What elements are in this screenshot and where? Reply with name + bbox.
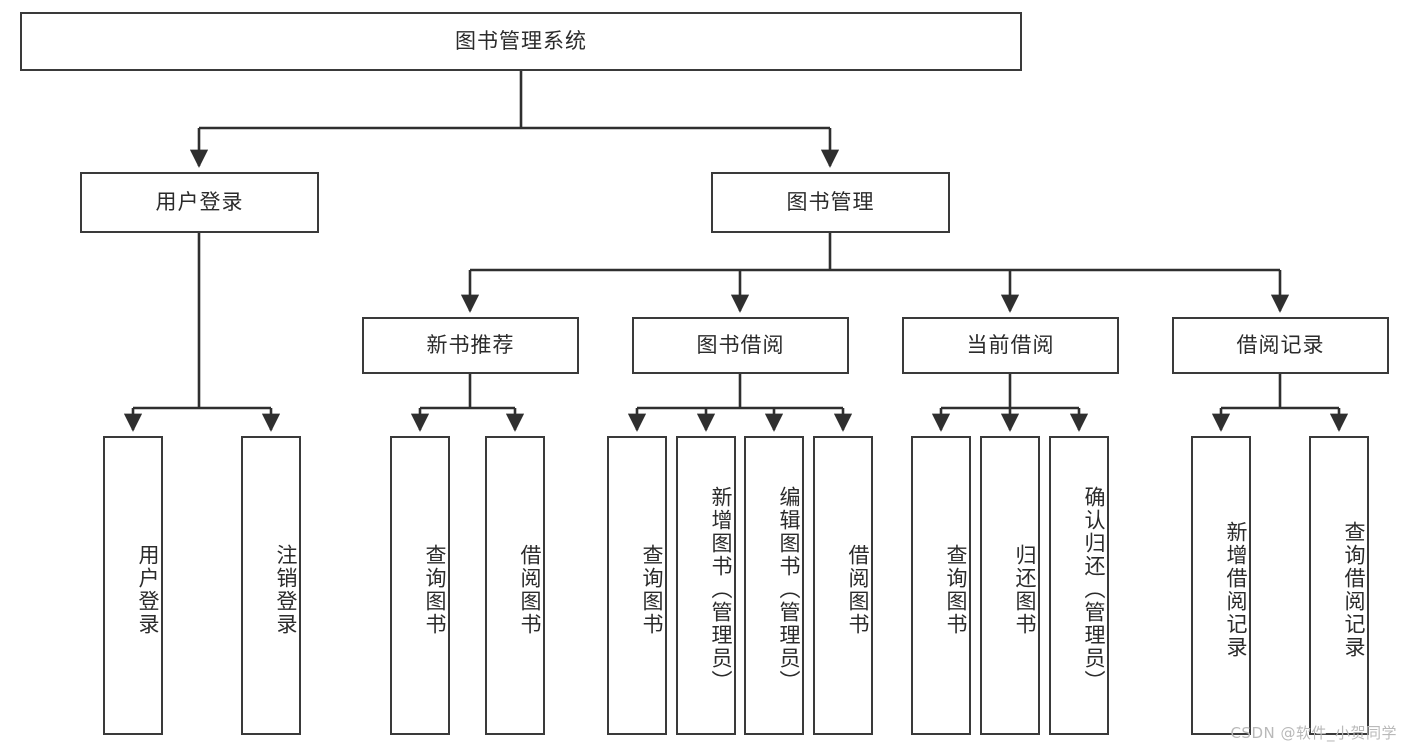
node-borrow-record-label: 借阅记录 [1236, 332, 1325, 357]
leaf-return-book[interactable]: 归还图书 [980, 436, 1040, 735]
leaf-confirm-return-admin[interactable]: 确认归还（管理员） [1049, 436, 1109, 735]
leaf-add-book-admin[interactable]: 新增图书（管理员） [676, 436, 736, 735]
leaf-user-login[interactable]: 用户登录 [103, 436, 163, 735]
node-root[interactable]: 图书管理系统 [20, 12, 1022, 71]
node-new-book-recommend[interactable]: 新书推荐 [362, 317, 579, 374]
leaf-query-book-recommend-label: 查询图书 [423, 543, 447, 636]
node-book-management-label: 图书管理 [786, 189, 875, 214]
leaf-return-book-label: 归还图书 [1013, 543, 1037, 636]
leaf-borrow-book-recommend[interactable]: 借阅图书 [485, 436, 545, 735]
leaf-query-book-label: 查询图书 [640, 543, 664, 636]
leaf-query-borrow-record-label: 查询借阅记录 [1342, 520, 1366, 659]
leaf-add-book-admin-label: 新增图书（管理员） [709, 486, 733, 693]
node-current-borrow-label: 当前借阅 [966, 332, 1055, 357]
leaf-logout[interactable]: 注销登录 [241, 436, 301, 735]
leaf-query-borrow-record[interactable]: 查询借阅记录 [1309, 436, 1369, 735]
leaf-logout-label: 注销登录 [274, 543, 298, 636]
leaf-query-book-current[interactable]: 查询图书 [911, 436, 971, 735]
leaf-borrow-book[interactable]: 借阅图书 [813, 436, 873, 735]
leaf-confirm-return-admin-label: 确认归还（管理员） [1082, 486, 1106, 693]
leaf-borrow-book-recommend-label: 借阅图书 [518, 543, 542, 636]
leaf-user-login-label: 用户登录 [136, 543, 160, 636]
leaf-add-borrow-record[interactable]: 新增借阅记录 [1191, 436, 1251, 735]
leaf-query-book-current-label: 查询图书 [944, 543, 968, 636]
node-new-book-recommend-label: 新书推荐 [426, 332, 515, 357]
node-borrow-record[interactable]: 借阅记录 [1172, 317, 1389, 374]
node-user-login[interactable]: 用户登录 [80, 172, 319, 233]
node-book-borrow-label: 图书借阅 [696, 332, 785, 357]
leaf-query-book-recommend[interactable]: 查询图书 [390, 436, 450, 735]
leaf-edit-book-admin[interactable]: 编辑图书（管理员） [744, 436, 804, 735]
watermark: CSDN @软件_小贺同学 [1230, 724, 1397, 742]
leaf-borrow-book-label: 借阅图书 [846, 543, 870, 636]
leaf-add-borrow-record-label: 新增借阅记录 [1224, 520, 1248, 659]
node-book-borrow[interactable]: 图书借阅 [632, 317, 849, 374]
leaf-edit-book-admin-label: 编辑图书（管理员） [777, 486, 801, 693]
node-book-management[interactable]: 图书管理 [711, 172, 950, 233]
leaf-query-book[interactable]: 查询图书 [607, 436, 667, 735]
node-current-borrow[interactable]: 当前借阅 [902, 317, 1119, 374]
node-root-label: 图书管理系统 [455, 28, 587, 53]
node-user-login-label: 用户登录 [155, 189, 244, 214]
